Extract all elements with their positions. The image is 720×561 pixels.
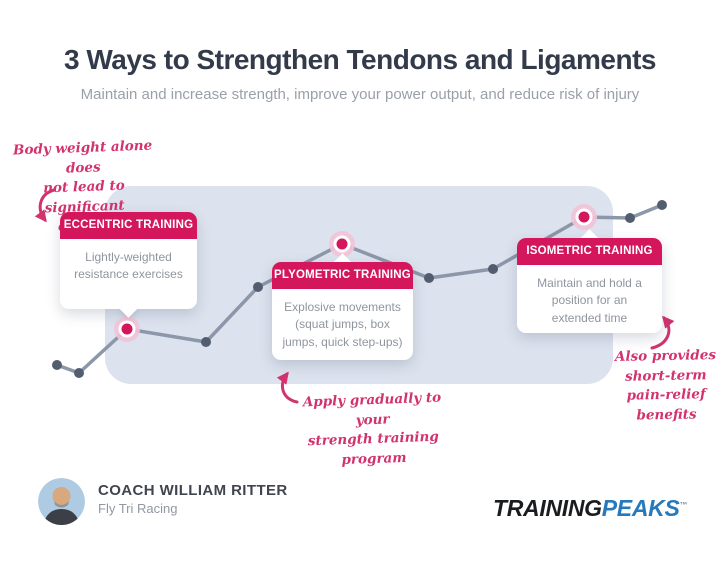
coach-avatar bbox=[38, 478, 85, 525]
card-isometric-training: ISOMETRIC TRAINING Maintain and hold a p… bbox=[517, 229, 662, 333]
card-eccentric-training: ECCENTRIC TRAINING Lightly-weighted resi… bbox=[60, 212, 197, 318]
data-point bbox=[74, 368, 84, 378]
trademark-symbol: ™ bbox=[679, 500, 688, 510]
coach-team: Fly Tri Racing bbox=[98, 501, 178, 516]
annotation-apply-gradually: Apply gradually to your strength trainin… bbox=[302, 389, 442, 468]
card-plyometric-training: PLYOMETRIC TRAINING Explosive movements … bbox=[272, 253, 413, 360]
highlight-point bbox=[121, 323, 133, 335]
highlight-ring bbox=[575, 208, 593, 226]
data-point bbox=[253, 282, 263, 292]
data-point bbox=[52, 360, 62, 370]
annotation-pain-relief: Also provides short-term pain-relief ben… bbox=[614, 347, 717, 424]
person-photo-icon bbox=[38, 478, 85, 525]
data-point bbox=[625, 213, 635, 223]
highlight-ring bbox=[333, 235, 351, 253]
card-isometric-title: ISOMETRIC TRAINING bbox=[517, 238, 662, 265]
card-eccentric-title: ECCENTRIC TRAINING bbox=[60, 212, 197, 239]
highlight-halo bbox=[571, 204, 597, 230]
callout-pointer-icon bbox=[118, 299, 138, 318]
card-eccentric-body: Lightly-weighted resistance exercises bbox=[60, 239, 197, 284]
page-title: 3 Ways to Strengthen Tendons and Ligamen… bbox=[64, 44, 656, 75]
highlight-point bbox=[336, 238, 348, 250]
page-subtitle: Maintain and increase strength, improve … bbox=[80, 86, 640, 103]
data-point bbox=[488, 264, 498, 274]
highlight-point bbox=[578, 211, 590, 223]
data-point bbox=[201, 337, 211, 347]
data-point bbox=[657, 200, 667, 210]
card-isometric-body: Maintain and hold a position for an exte… bbox=[517, 265, 662, 328]
highlight-ring bbox=[118, 320, 136, 338]
trainingpeaks-logo: TRAININGPEAKS™ bbox=[493, 495, 703, 522]
logo-peaks-text: PEAKS bbox=[601, 495, 680, 521]
logo-training-text: TRAINING bbox=[493, 495, 602, 521]
card-plyometric-body: Explosive movements (squat jumps, box ju… bbox=[272, 289, 413, 352]
highlight-halo bbox=[114, 316, 140, 342]
card-plyometric-title: PLYOMETRIC TRAINING bbox=[272, 262, 413, 289]
coach-name: COACH WILLIAM RITTER bbox=[98, 482, 288, 499]
data-point bbox=[424, 273, 434, 283]
